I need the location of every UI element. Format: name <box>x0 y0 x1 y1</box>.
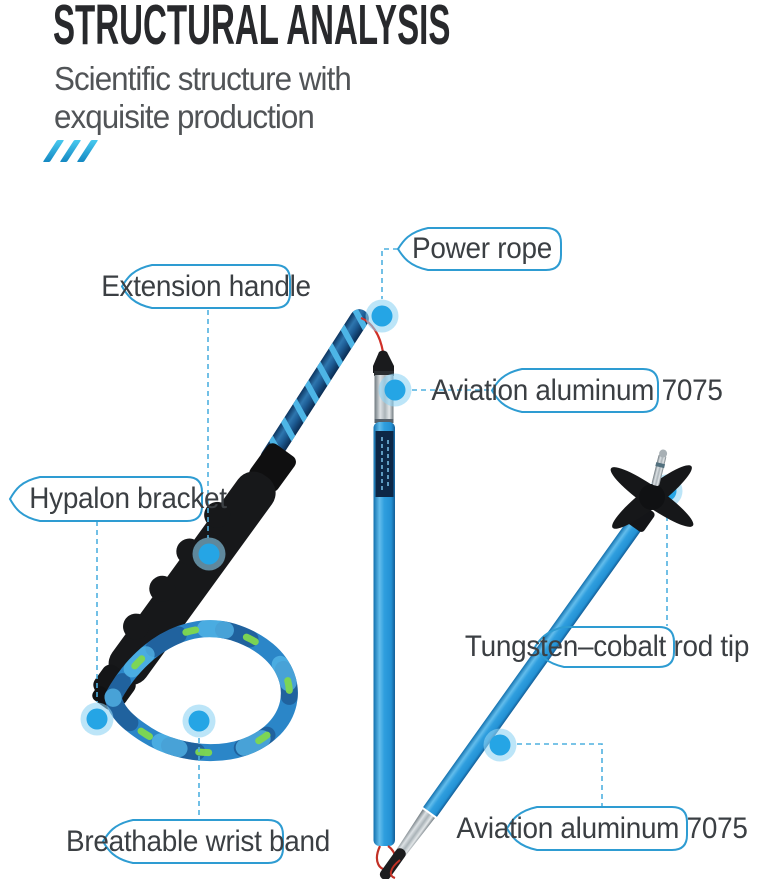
subtitle-line1: Scientific structure with <box>54 60 352 97</box>
dot-hypalon <box>80 702 114 736</box>
tip-rope <box>389 859 401 879</box>
dot-aviation-top <box>378 373 412 407</box>
callout-lines <box>96 248 668 818</box>
label-extension-handle: Extension handle <box>101 270 311 303</box>
label-aviation-aluminum-bottom: Aviation aluminum 7075 <box>456 812 748 845</box>
line-power-rope <box>381 248 398 299</box>
label-hypalon-bracket: Hypalon bracket <box>29 482 227 515</box>
callout-bubbles <box>8 227 688 864</box>
wrist-strap <box>104 620 298 762</box>
dot-extension-handle <box>192 537 226 571</box>
bubble-aviation-bottom <box>505 806 688 851</box>
dot-wrist-band <box>182 704 216 738</box>
bubble-hypalon <box>8 476 203 522</box>
basket-and-rod-tip <box>610 449 694 529</box>
brand-label-band <box>375 431 394 497</box>
label-power-rope: Power rope <box>412 232 552 265</box>
line-aviation-bottom <box>517 743 603 806</box>
bubble-tungsten <box>533 626 675 668</box>
foam-grip <box>92 443 296 710</box>
dot-aviation-bottom <box>483 728 517 762</box>
bubble-power-rope <box>396 227 562 271</box>
page-title: STRUCTURAL ANALYSIS <box>53 0 451 57</box>
bubble-aviation-top <box>490 368 659 413</box>
label-aviation-aluminum-top: Aviation aluminum 7075 <box>431 374 723 407</box>
dot-power-rope <box>365 299 399 333</box>
bubble-extension-handle <box>120 264 291 309</box>
subtitle-line2: exquisite production <box>54 98 315 135</box>
label-tungsten-cobalt-rod-tip: Tungsten–cobalt rod tip <box>464 630 750 663</box>
bubble-breathable <box>101 819 284 864</box>
metal-tip <box>651 449 668 486</box>
label-breathable-wrist-band: Breathable wrist band <box>65 825 331 858</box>
